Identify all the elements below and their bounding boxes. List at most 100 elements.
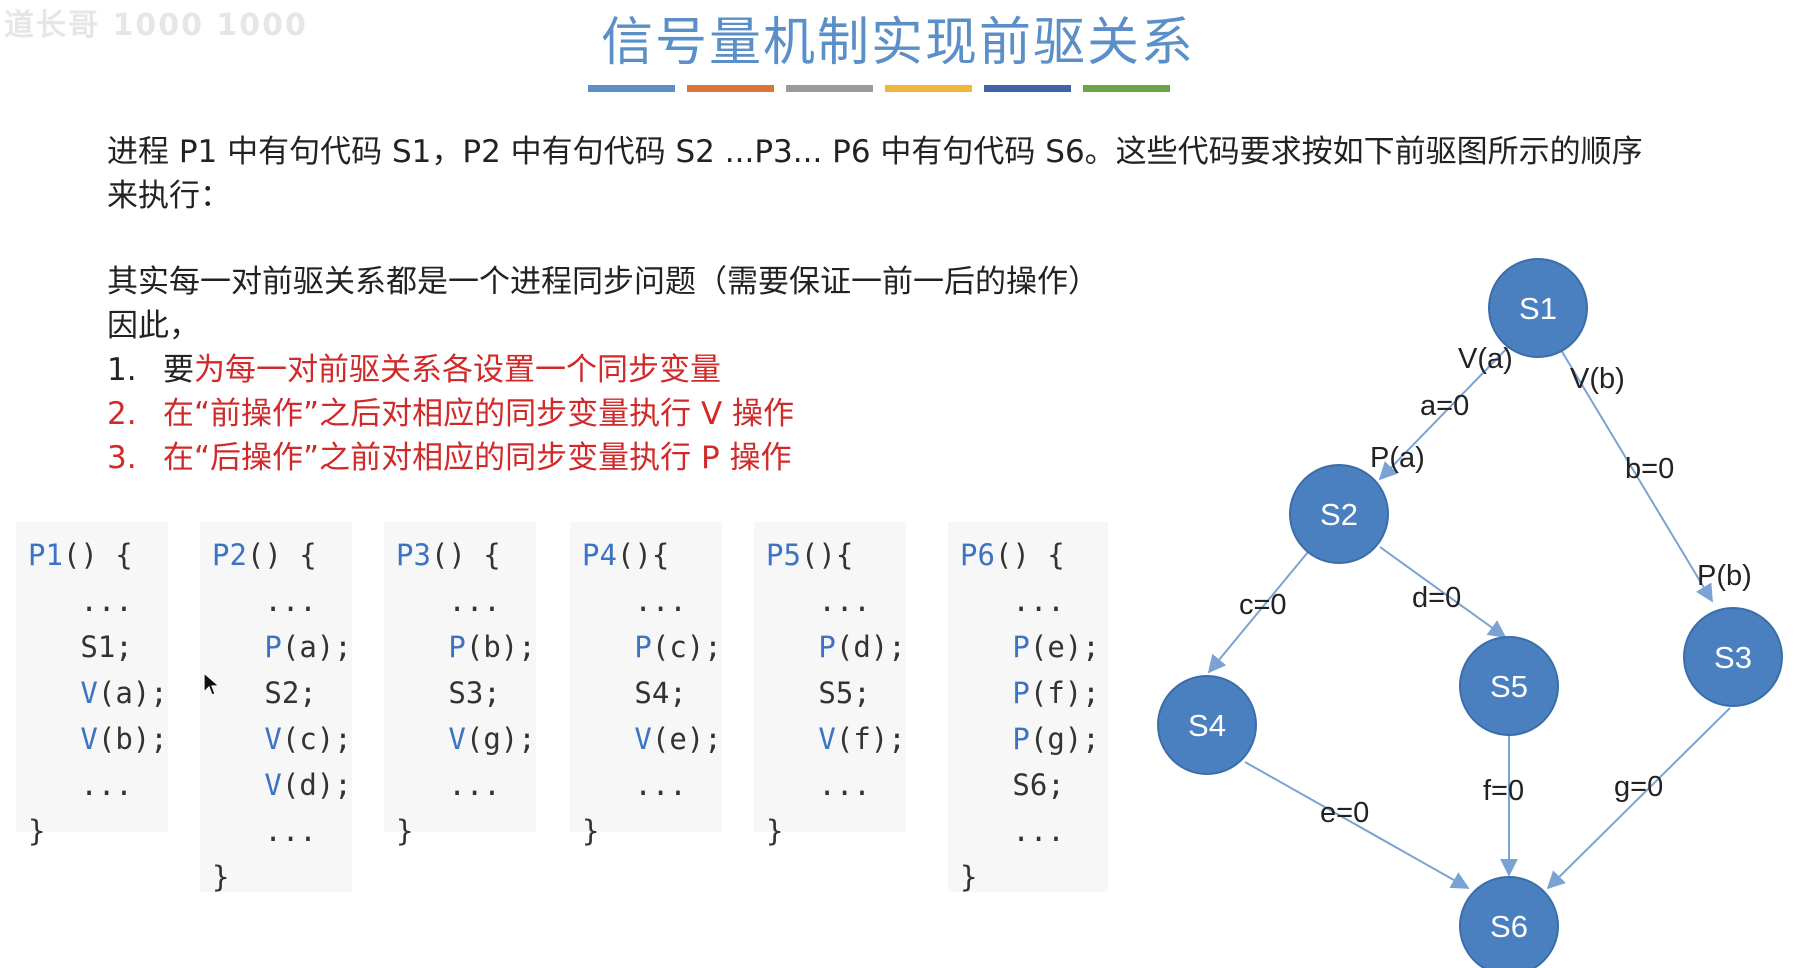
title-bar-5 [984,85,1071,92]
code-line: ... [80,584,133,618]
slide-title: 信号量机制实现前驱关系 [600,13,1195,73]
code-line: V(c); [264,722,352,756]
code-header: P6() { [960,538,1065,572]
edge-label-e0: e=0 [1320,797,1369,829]
code-line: V(g); [448,722,536,756]
list-item-2-number: 2. [107,396,137,432]
title-bar-6 [1083,85,1170,92]
node-s6-label: S6 [1490,909,1528,944]
list-item-3: 3. 在“后操作”之前对相应的同步变量执行 P 操作 [107,436,1287,480]
code-close: } [396,814,414,848]
edge-label-d0: d=0 [1412,582,1461,614]
list-item-3-text: 在“后操作”之前对相应的同步变量执行 P 操作 [163,440,792,476]
edge-label-g0: g=0 [1614,771,1663,803]
title-bar-1 [588,85,675,92]
code-header: P4(){ [582,538,670,572]
edge-label-pb: P(b) [1697,560,1752,592]
code-line: ... [634,768,687,802]
edge-label-a0: a=0 [1420,390,1469,422]
node-s2-label: S2 [1320,497,1358,532]
code-line: P(b); [448,630,536,664]
code-line: ... [80,768,133,802]
edge-label-pa: P(a) [1370,442,1425,474]
code-line: ... [818,584,871,618]
code-close: } [212,860,230,894]
code-block-p1: P1() { ... S1; V(a); V(b); ... } [16,522,168,848]
list-item-1-prefix: 要 [163,352,194,388]
title-color-bars [588,85,1170,92]
edge-s3-s6 [1546,707,1731,890]
list-item-2: 2. 在“前操作”之后对相应的同步变量执行 V 操作 [107,392,1287,436]
code-line: P(g); [1012,722,1100,756]
code-close: } [766,814,784,848]
node-s3-label: S3 [1714,640,1752,675]
list-item-2-text: 在“前操作”之后对相应的同步变量执行 V 操作 [163,396,795,432]
node-s4: S4 [1157,675,1257,775]
explanation-line-2: 因此， [107,308,200,344]
code-line: ... [448,768,501,802]
list-item-3-number: 3. [107,440,137,476]
explanation: 其实每一对前驱关系都是一个进程同步问题（需要保证一前一后的操作） 因此， 1. 要… [107,260,1287,480]
edge-s4-s6 [1244,761,1470,889]
code-header: P3() { [396,538,501,572]
graph-edges [1207,339,1731,890]
list-item-1-highlight: 为每一对前驱关系各设置一个同步变量 [194,352,721,388]
graph-nodes: S1 S2 S3 S4 S5 S6 [1157,258,1783,968]
explanation-line-1: 其实每一对前驱关系都是一个进程同步问题（需要保证一前一后的操作） [107,264,1099,300]
title-bar-3 [786,85,873,92]
code-block-p4: P4(){ ... P(c); S4; V(e); ... } [570,522,722,848]
code-line: S1; [80,630,133,664]
code-line: S2; [264,676,317,710]
mouse-cursor-icon [203,672,221,696]
node-s1: S1 [1488,258,1588,358]
node-s3: S3 [1683,607,1783,707]
code-line: V(e); [634,722,722,756]
code-line: P(a); [264,630,352,664]
edge-label-b0: b=0 [1625,453,1674,485]
code-header: P5(){ [766,538,854,572]
node-s4-label: S4 [1188,708,1226,743]
code-line: V(a); [80,676,168,710]
code-block-p6: P6() { ... P(e); P(f); P(g); S6; ... } [948,522,1108,894]
code-line: S3; [448,676,501,710]
code-close: } [28,814,46,848]
code-block-p5: P5(){ ... P(d); S5; V(f); ... } [754,522,906,848]
code-close: } [960,860,978,894]
edge-s1-s3 [1554,339,1713,603]
code-line: P(e); [1012,630,1100,664]
list-item-1: 1. 要为每一对前驱关系各设置一个同步变量 [107,348,1287,392]
code-line: P(f); [1012,676,1100,710]
code-line: V(b); [80,722,168,756]
list-item-1-number: 1. [107,352,137,388]
code-line: V(d); [264,768,352,802]
node-s6: S6 [1459,876,1559,968]
code-line: ... [634,584,687,618]
code-line: ... [818,768,871,802]
edge-s1-s2 [1378,339,1516,481]
edge-label-f0: f=0 [1483,775,1524,807]
edge-label-vb: V(b) [1570,363,1625,395]
watermark: 道长哥 1000 1000 [4,8,308,43]
code-line: P(c); [634,630,722,664]
code-line: S6; [1012,768,1065,802]
title-bar-2 [687,85,774,92]
graph-edge-labels: V(a) a=0 P(a) V(b) b=0 P(b) c=0 d=0 e=0 … [1239,343,1752,829]
edge-s2-s4 [1207,551,1309,674]
code-line: ... [1012,814,1065,848]
code-block-p3: P3() { ... P(b); S3; V(g); ... } [384,522,536,848]
intro-paragraph: 进程 P1 中有句代码 S1，P2 中有句代码 S2 ...P3... P6 中… [107,134,1643,214]
node-s2: S2 [1289,464,1389,564]
node-s1-label: S1 [1519,291,1557,326]
code-line: ... [264,814,317,848]
title-bar-4 [885,85,972,92]
code-line: ... [264,584,317,618]
code-line: S4; [634,676,687,710]
code-close: } [582,814,600,848]
code-header: P2() { [212,538,317,572]
edge-label-va: V(a) [1458,343,1513,375]
node-s5: S5 [1459,636,1559,736]
code-line: V(f); [818,722,906,756]
code-line: ... [448,584,501,618]
node-s5-label: S5 [1490,669,1528,704]
